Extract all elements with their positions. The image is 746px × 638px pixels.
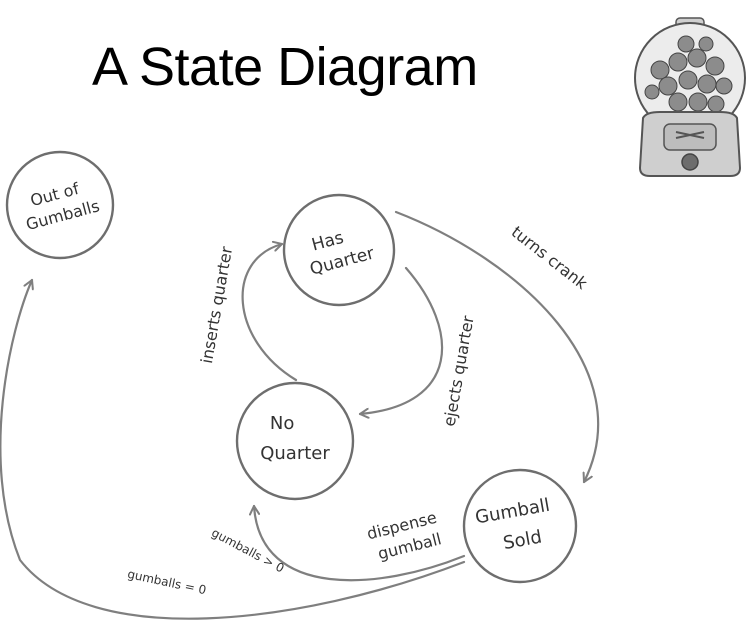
arrow-sold-to-no-quarter (254, 504, 466, 582)
arrow-has-to-no-quarter (358, 266, 444, 414)
svg-text:No Quarter: No Quarter (260, 413, 330, 464)
arrow-has-quarter-to-sold (394, 210, 600, 484)
state-label-line: No (270, 413, 294, 434)
svg-text:Out of Gumballs: Out of Gumballs (18, 175, 101, 234)
label-turns-crank: turns crank (508, 222, 592, 293)
gumball-machine-icon (634, 17, 746, 177)
label-dispense-gumball: dispense gumball (365, 507, 449, 565)
label-inserts-quarter: inserts quarter (197, 245, 236, 365)
state-out-of-gumballs: Out of Gumballs (5, 150, 115, 260)
label-gumballs-eq-0: gumballs = 0 (126, 567, 207, 597)
arrow-no-to-has-quarter (241, 244, 298, 382)
label-ejects-quarter: ejects quarter (440, 314, 478, 428)
arrow-sold-to-out-of-gumballs (0, 278, 466, 620)
state-no-quarter: No Quarter (235, 381, 355, 501)
state-label-line: Quarter (260, 443, 330, 464)
state-has-quarter: Has Quarter (282, 193, 396, 307)
label-gumballs-gt-0: gumballs > 0 (209, 525, 286, 575)
diagram-title: A State Diagram (92, 37, 478, 97)
state-gumball-sold: Gumball Sold (462, 468, 578, 584)
